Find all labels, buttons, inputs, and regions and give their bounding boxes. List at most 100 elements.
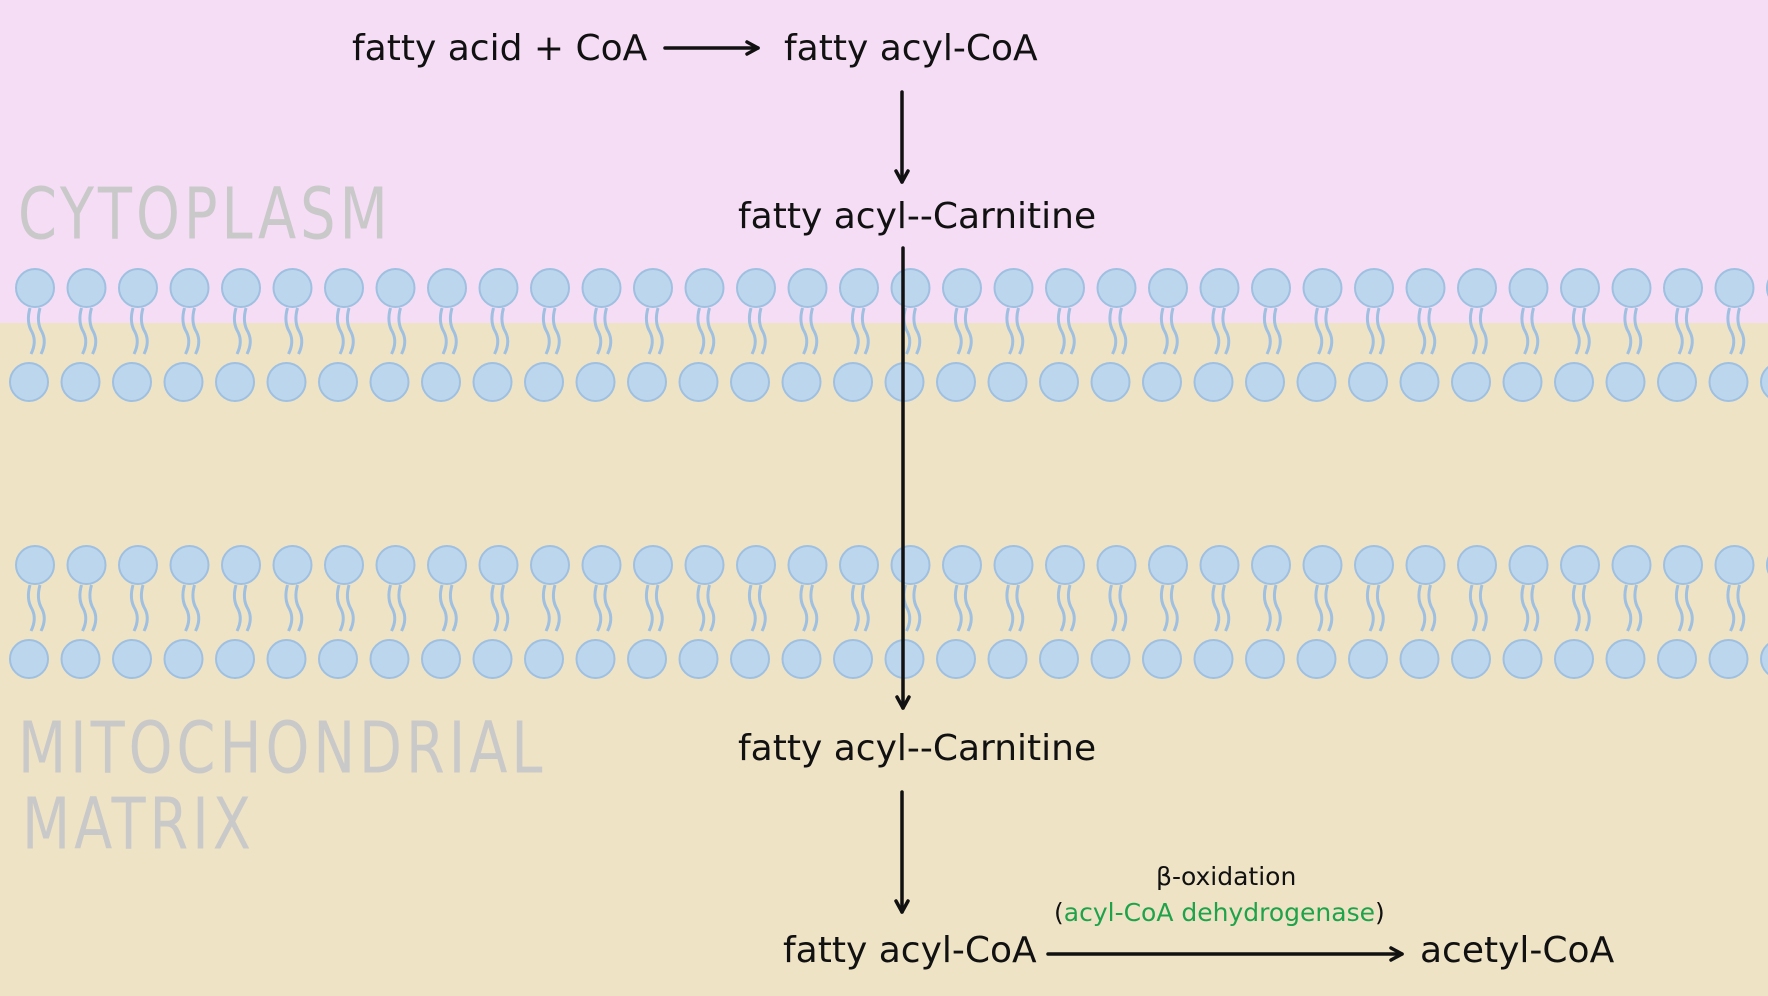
arrow-transport-head — [895, 695, 911, 710]
fatty-acyl-carnitine-matrix: fatty acyl--Carnitine — [738, 728, 1097, 769]
lipid-head — [1302, 268, 1343, 308]
lipid-tail — [850, 584, 870, 632]
lipid-head — [1148, 545, 1188, 585]
lipid-head — [221, 268, 261, 308]
lipid-head — [1611, 268, 1652, 308]
lipid-head — [1405, 545, 1446, 585]
lipid-head — [369, 362, 410, 402]
lipid-head — [66, 268, 107, 308]
lipid-head — [993, 268, 1034, 308]
lipid-head — [169, 268, 210, 308]
lipid-tail — [1108, 307, 1128, 355]
lipid-tail — [747, 307, 767, 355]
lipid-head — [1090, 362, 1131, 402]
lipid-head — [118, 545, 158, 585]
lipid-tail — [1314, 584, 1334, 632]
lipid-tail — [284, 584, 304, 632]
lipid-head — [60, 362, 101, 402]
lipid-head — [169, 545, 210, 585]
lipid-head — [1502, 362, 1543, 402]
lipid-tail — [438, 307, 458, 355]
lipid-head — [1245, 639, 1285, 679]
outer-membrane-bilayer — [9, 268, 1768, 402]
beta-oxidation-label: β-oxidation — [1156, 862, 1297, 891]
lipid-head — [324, 268, 364, 308]
lipid-tail — [799, 584, 819, 632]
lipid-head — [272, 545, 313, 585]
lipid-head — [1760, 366, 1768, 398]
lipid-head — [993, 545, 1034, 585]
lipid-head — [9, 362, 49, 402]
lipid-head — [633, 545, 673, 585]
lipid-head — [427, 545, 467, 585]
lipid-tail — [78, 584, 98, 632]
lipid-head — [787, 268, 828, 308]
lipid-head — [730, 362, 770, 402]
lipid-head — [118, 268, 158, 308]
lipid-head — [427, 268, 467, 308]
lipid-head — [215, 362, 255, 402]
lipid-head — [581, 545, 622, 585]
matrix-label-line1: MITOCHONDRIAL — [18, 706, 547, 790]
lipid-tail — [1108, 584, 1128, 632]
fatty-acyl-carnitine-cytoplasm: fatty acyl--Carnitine — [738, 196, 1097, 237]
lipid-head — [839, 268, 879, 308]
lipid-head — [575, 362, 616, 402]
lipid-tail — [541, 307, 561, 355]
lipid-head — [987, 639, 1028, 679]
lipid-head — [1096, 268, 1137, 308]
lipid-head — [1714, 268, 1755, 308]
lipid-tail — [1726, 307, 1746, 355]
lipid-tail — [1159, 307, 1179, 355]
lipid-head — [1457, 545, 1497, 585]
lipid-head — [1148, 268, 1188, 308]
lipid-head — [1090, 639, 1131, 679]
lipid-head — [1760, 643, 1768, 675]
lipid-head — [530, 545, 570, 585]
lipid-head — [1399, 362, 1440, 402]
lipid-head — [1354, 545, 1394, 585]
arrow-to-carnitine-head — [894, 169, 910, 184]
lipid-head — [66, 545, 107, 585]
lipid-tail — [26, 307, 46, 355]
lipid-head — [684, 545, 725, 585]
arrow-activation-head — [745, 40, 760, 56]
lipid-tail — [1314, 307, 1334, 355]
lipid-head — [1039, 362, 1079, 402]
lipid-tail — [1005, 584, 1025, 632]
reaction-arrows — [663, 40, 1404, 962]
lipid-head — [1348, 362, 1388, 402]
lipid-head — [1663, 545, 1703, 585]
lipid-tail — [490, 307, 510, 355]
lipid-tail — [1417, 307, 1437, 355]
lipid-tail — [335, 307, 355, 355]
lipid-head — [627, 362, 667, 402]
lipid-tail — [129, 584, 149, 632]
lipid-head — [15, 268, 55, 308]
lipid-head — [1199, 545, 1240, 585]
lipid-tail — [1623, 307, 1643, 355]
lipid-tail — [1159, 584, 1179, 632]
lipid-head — [833, 639, 873, 679]
lipid-head — [524, 362, 564, 402]
fatty-acyl-coa-cytoplasm: fatty acyl-CoA — [784, 28, 1038, 69]
lipid-head — [1399, 639, 1440, 679]
lipid-head — [1142, 639, 1182, 679]
lipid-head — [1199, 268, 1240, 308]
lipid-tail — [1674, 584, 1694, 632]
inner-membrane-bilayer — [9, 545, 1768, 679]
lipid-tail — [78, 307, 98, 355]
lipid-head — [942, 268, 982, 308]
lipid-tail — [1468, 307, 1488, 355]
lipid-tail — [1262, 584, 1282, 632]
lipid-tail — [1056, 307, 1076, 355]
lipid-head — [936, 639, 976, 679]
lipid-head — [318, 362, 358, 402]
lipid-head — [1657, 639, 1697, 679]
lipid-head — [1302, 545, 1343, 585]
lipid-head — [1296, 362, 1337, 402]
lipid-tail — [1005, 307, 1025, 355]
lipid-head — [1560, 268, 1600, 308]
arrow-beta-oxidation-head — [1389, 946, 1404, 962]
